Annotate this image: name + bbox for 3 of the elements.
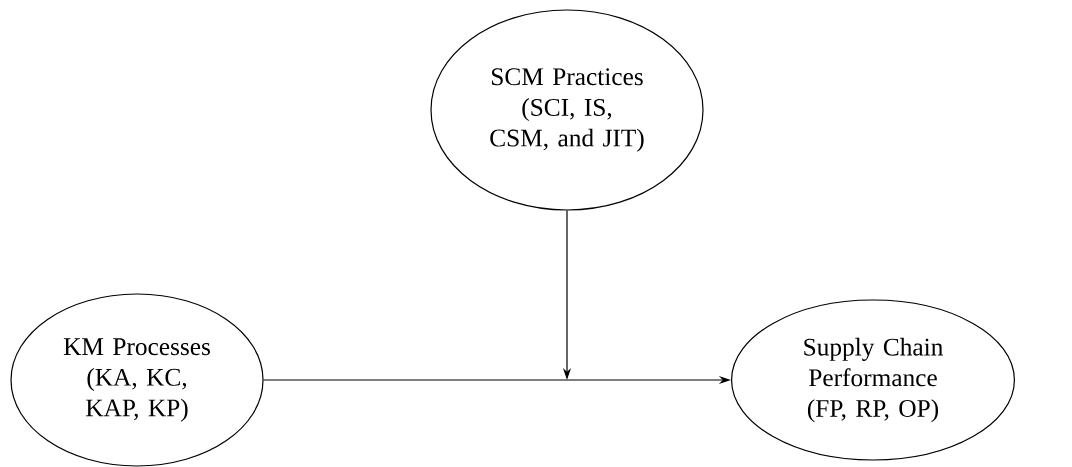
ellipse-node: Supply Chain Performance (FP, RP, OP) [731,299,1015,461]
ellipse-node: SCM Practices (SCI, IS, CSM, and JIT) [430,9,704,211]
ellipse-node: KM Processes (KA, KC, KAP, KP) [10,293,264,467]
